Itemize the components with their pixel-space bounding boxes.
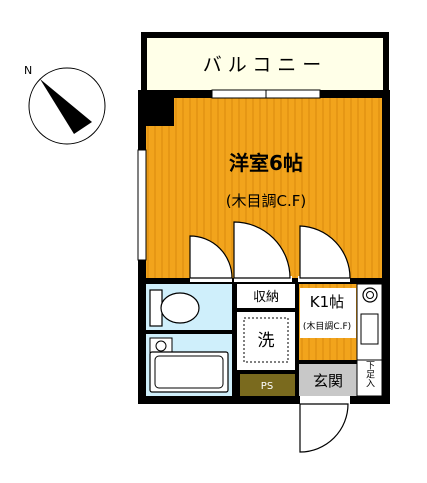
kitchen: K1帖 (木目調C.F)	[295, 283, 383, 361]
entrance: 玄関 下足入	[299, 359, 383, 397]
entrance-label: 玄関	[313, 372, 343, 390]
entrance-floor	[299, 364, 357, 396]
toilet-bowl-icon	[160, 292, 200, 324]
front-door-swing	[299, 403, 349, 453]
kitchen-label-bg	[300, 288, 356, 338]
laundry: 洗	[237, 312, 295, 370]
washing-machine-space	[243, 317, 289, 363]
ps-box	[240, 374, 295, 396]
bathroom	[146, 284, 237, 396]
balcony-label: バルコニー	[203, 54, 328, 76]
kitchen-label: K1帖	[310, 293, 344, 311]
balcony: バルコニー	[141, 32, 389, 90]
compass: N	[24, 64, 106, 145]
balcony-floor	[147, 38, 383, 90]
north-arrow-icon	[40, 79, 92, 134]
shoe-box	[356, 359, 383, 397]
storage-label: 収納	[253, 290, 279, 305]
storage: 収納	[237, 284, 295, 312]
storage-door-right	[233, 221, 291, 279]
kitchen-floor-label: (木目調C.F)	[303, 320, 351, 332]
storage-door-left	[189, 235, 233, 279]
compass-north-label: N	[24, 64, 32, 77]
storage-floor	[237, 284, 295, 308]
shoe-box-label: 下足入	[364, 361, 375, 388]
room-doors	[189, 221, 351, 282]
column	[142, 94, 174, 126]
kitchen-sink	[360, 313, 379, 345]
western-room-floor-label: (木目調C.F)	[226, 192, 307, 210]
front-door	[299, 396, 350, 453]
kitchen-door	[299, 225, 351, 279]
laundry-label: 洗	[258, 331, 275, 351]
side-window	[137, 149, 147, 261]
western-room-label: 洋室6帖	[229, 151, 303, 175]
ps-label: PS	[261, 381, 273, 392]
pipe-space: PS	[237, 370, 295, 396]
toilet-tank	[149, 289, 163, 327]
